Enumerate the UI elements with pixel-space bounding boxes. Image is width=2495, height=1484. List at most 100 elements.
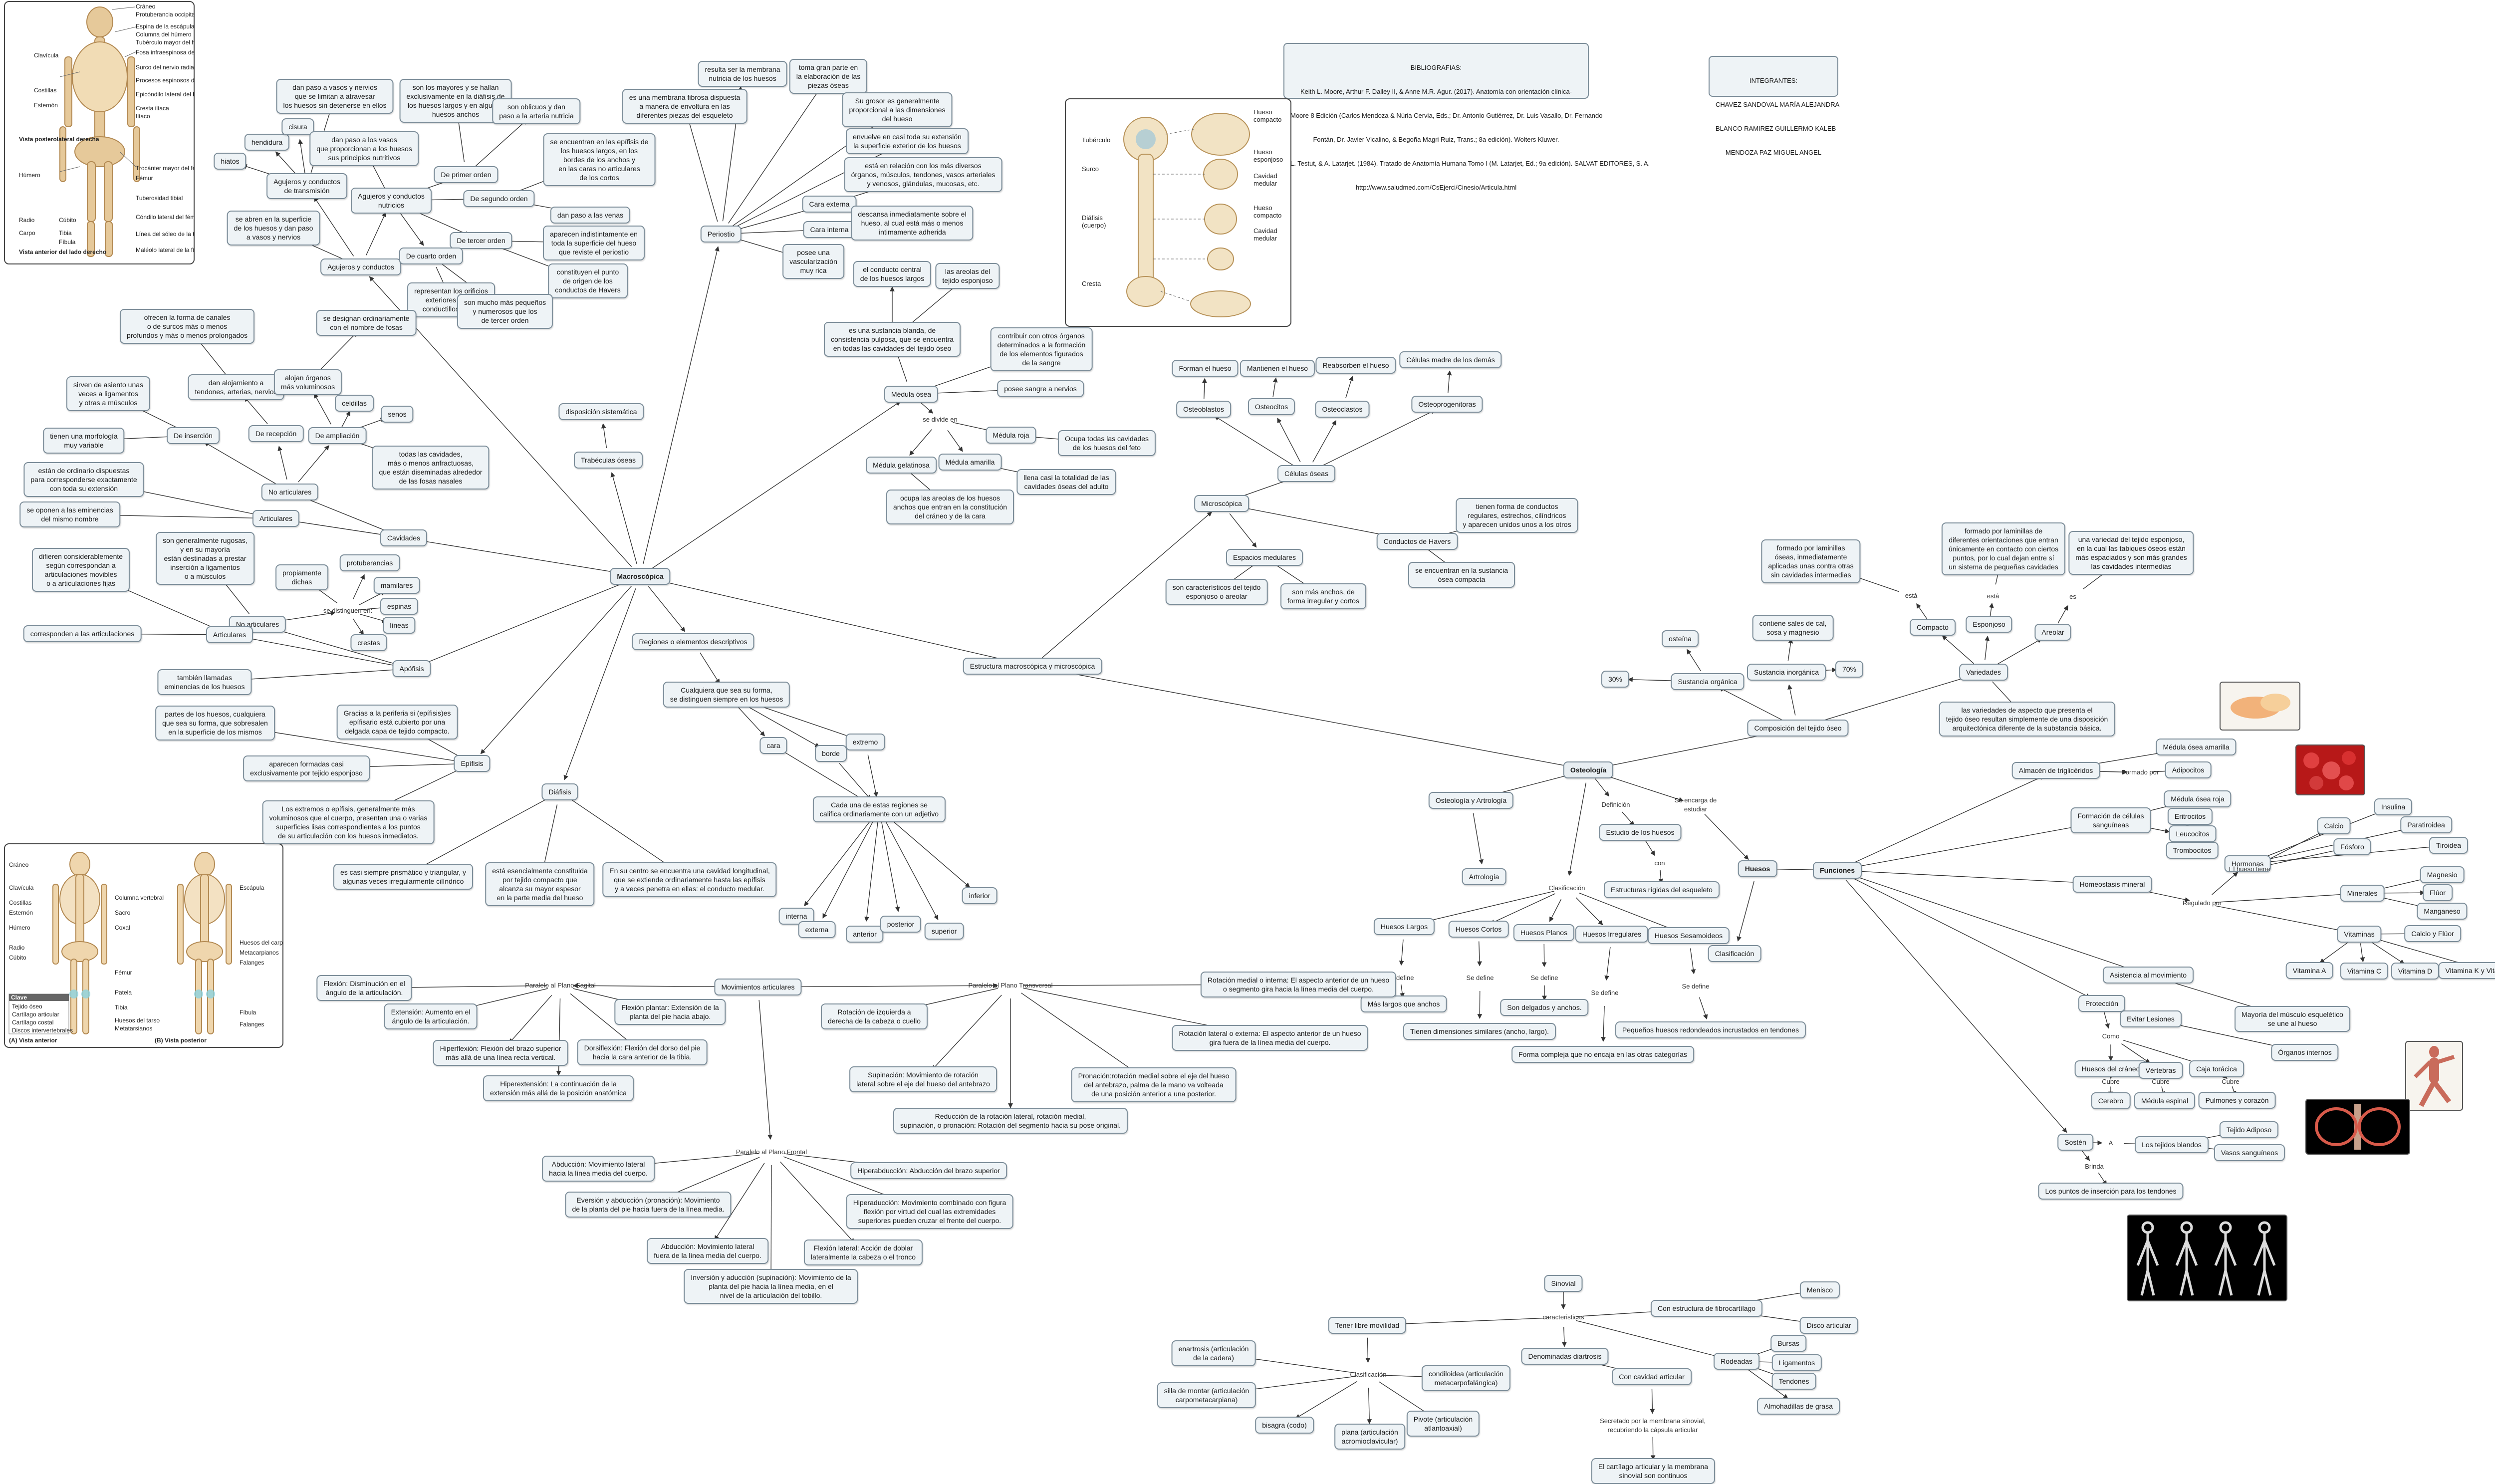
connector-line <box>1416 891 1554 925</box>
concept-node-ob_d: Forman el hueso <box>1172 360 1239 377</box>
concept-node-art: Articulares <box>252 510 300 527</box>
bone-tissue-image <box>2220 682 2300 731</box>
view-label: Cráneo <box>9 861 29 868</box>
legend-item: Cartílago costal <box>12 1019 54 1026</box>
skeletons-xray-image <box>2127 1215 2287 1301</box>
concept-node-h_irreg: Huesos Irregulares <box>1575 926 1649 943</box>
view-label: Sacro <box>115 909 131 916</box>
concept-node-sales: contiene sales de cal,sosa y magnesio <box>1752 615 1834 641</box>
concept-node-oc_d: Mantienen el hueso <box>1240 360 1315 377</box>
connector-line <box>601 423 607 448</box>
concept-node-tej_blandos: Los tejidos blandos <box>2135 1136 2209 1153</box>
connector-line <box>1604 947 1611 981</box>
connector-line <box>366 212 386 255</box>
connector-line <box>648 586 686 632</box>
view-label: Huesos del tarso <box>115 1017 160 1024</box>
concept-node-almacen: Almacén de triglicéridos <box>2011 762 2100 779</box>
concept-node-primer: De primer orden <box>434 166 499 183</box>
skeleton-views-panel: Clave Tejido óseo Cartílago articular Ca… <box>4 843 283 1048</box>
concept-node-macro: Macroscópica <box>610 568 671 585</box>
connector-line <box>1719 687 1787 723</box>
concept-node-composicion: Composición del tejido óseo <box>1747 720 1849 737</box>
concept-node-cubre2: Cubre <box>2152 1078 2170 1085</box>
connector-line <box>1787 684 1796 716</box>
skeleton-label: Esternón <box>34 102 58 109</box>
long-bone-figure <box>1123 113 1251 317</box>
connector-line <box>1650 1389 1655 1414</box>
concept-node-vit_k: Vitamina K y Vitamina B12 <box>2438 962 2495 979</box>
view-label: Húmero <box>9 924 30 931</box>
skeleton-label: Cráneo <box>136 3 156 10</box>
view-label: Falanges <box>240 1021 264 1028</box>
connector-line <box>204 442 279 486</box>
connector-line <box>352 618 364 635</box>
concept-node-menisco: Menisco <box>1799 1281 1840 1298</box>
concept-node-osteoprog: Osteoprogenitoras <box>1411 396 1483 413</box>
concept-node-epifisis: Epífisis <box>454 755 491 772</box>
connector-line <box>1699 997 1708 1020</box>
concept-node-vitaminas: Vitaminas <box>2337 926 2382 943</box>
bibliography-line: Keith L. Moore, Arthur F. Dalley II, & A… <box>1300 88 1572 95</box>
connector-line <box>1272 377 1278 397</box>
concept-node-tiroidea: Tiroidea <box>2429 837 2469 854</box>
view-title: (A) Vista anterior <box>9 1037 57 1044</box>
bone-label: Hueso esponjoso <box>1253 148 1283 163</box>
view-title: (B) Vista posterior <box>155 1037 207 1044</box>
concept-node-a_lbl: A <box>2108 1139 2113 1147</box>
concept-node-med_osea_roja: Médula ósea roja <box>2164 790 2232 807</box>
concept-node-med_espinal: Médula espinal <box>2134 1092 2196 1109</box>
concept-node-adipocitos: Adipocitos <box>2165 761 2212 778</box>
concept-node-ost_con: con <box>1654 859 1665 867</box>
concept-node-eritrocitos: Eritrocitos <box>2167 808 2213 825</box>
skeleton-label: Carpo <box>19 230 35 237</box>
concept-node-senos: senos <box>381 406 414 423</box>
concept-node-p70: 70% <box>1835 661 1864 678</box>
skeleton-label: Surco del nervio radial del húmero <box>136 64 195 71</box>
concept-node-cisura: cisura <box>281 118 314 135</box>
concept-node-huesos: Huesos <box>1738 860 1777 877</box>
member-name: CHAVEZ SANDOVAL MARÍA ALEJANDRA <box>1716 101 1840 108</box>
connector-line <box>1595 778 1609 797</box>
connector-line <box>1690 948 1696 975</box>
connector-line <box>1601 1005 1606 1042</box>
concept-node-evitar: Evitar Lesiones <box>2120 1010 2182 1027</box>
concept-node-areolar: Areolar <box>2034 624 2071 641</box>
concept-node-sust_org: Sustancia orgánica <box>1671 673 1745 690</box>
connector-line <box>398 211 424 246</box>
concept-node-el_hueso: El hueso tiene <box>2229 865 2270 873</box>
connector-line <box>301 496 392 533</box>
concept-node-osteocitos: Osteocitos <box>1248 398 1295 415</box>
concept-node-sinovial: Sinovial <box>1544 1275 1583 1292</box>
connector-line <box>1687 649 1701 671</box>
connector-line <box>2370 941 2405 965</box>
concept-node-trombocitos: Trombocitos <box>2166 842 2219 859</box>
connector-line <box>1787 638 1793 661</box>
concept-node-hiperflexion: Hiperflexión: Flexión del brazo superior… <box>433 1040 568 1066</box>
legend-item: Cartílago articular <box>12 1011 59 1018</box>
skeleton-label: Fémur <box>136 175 153 182</box>
concept-node-cavidad_art: Con cavidad articular <box>1612 1368 1692 1385</box>
skeleton-view-title: Vista anterior del lado derecho <box>19 248 107 255</box>
view-label: Radio <box>9 944 25 951</box>
bibliography-line: http://www.saludmed.com/CsEjerci/Cinesio… <box>1355 184 1517 191</box>
concept-node-calcio_fluor: Calcio y Flúor <box>2404 925 2461 942</box>
long-bone-diagram-panel: Tubérculo Surco Diáfisis (cuerpo) Cresta… <box>1065 98 1291 327</box>
concept-node-magnesio: Magnesio <box>2420 866 2465 883</box>
concept-node-celulas: Células óseas <box>1277 465 1335 482</box>
connector-line <box>1645 840 1655 856</box>
members-title: INTEGRANTES: <box>1749 77 1798 84</box>
